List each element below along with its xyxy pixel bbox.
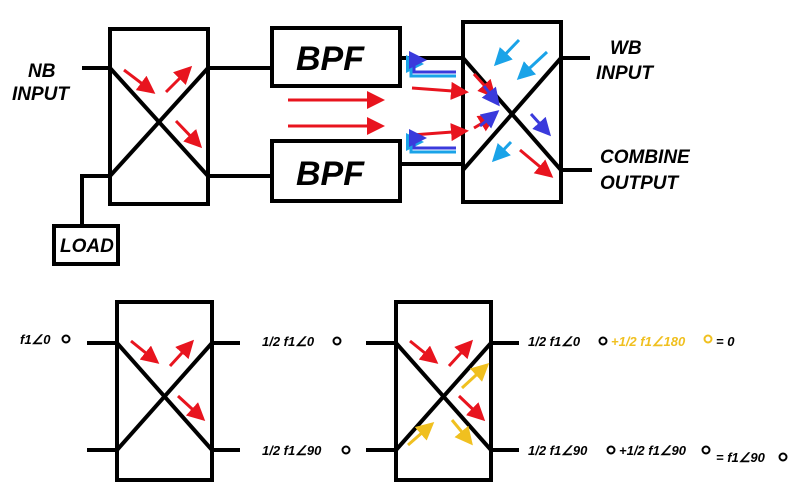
load-box <box>52 224 120 266</box>
bpf-top-label: BPF <box>296 40 365 78</box>
bottom-right-hybrid <box>366 300 519 482</box>
bl-out-bottom-label: 1/2 f1∠90 <box>262 443 322 458</box>
br-out-top-term2-degree <box>703 334 713 344</box>
wb-input-label-line1: WB <box>610 38 642 59</box>
combine-output-label-line1: COMBINE <box>600 147 691 168</box>
br-out-bottom-term2-degree <box>701 445 711 455</box>
load-label: LOAD <box>60 236 114 257</box>
br-out-bottom-result: = f1∠90 <box>716 450 766 465</box>
br-out-bottom-result-degree <box>778 452 788 462</box>
bottom-right-yellow-arrows <box>407 362 490 447</box>
nb-input-label-line2: INPUT <box>12 84 70 105</box>
bpf-bottom-label: BPF <box>296 155 365 193</box>
br-out-bottom-degree <box>606 445 616 455</box>
br-out-top-term2: +1/2 f1∠180 <box>611 334 686 349</box>
top-system <box>52 20 592 266</box>
output-hybrid-coupler <box>461 20 563 204</box>
wb-input-label-line2: INPUT <box>596 63 654 84</box>
input-hybrid-coupler <box>108 27 210 206</box>
nb-input-label-line1: NB <box>28 61 56 82</box>
br-out-bottom-term2: +1/2 f1∠90 <box>619 443 687 458</box>
br-out-top-label: 1/2 f1∠0 <box>528 334 581 349</box>
br-out-top-result: = 0 <box>716 334 735 349</box>
bottom-left-arrows <box>130 339 206 422</box>
bl-input-label: f1∠0 <box>20 332 51 347</box>
bpf-bottom-box <box>270 139 402 203</box>
bl-out-bottom-degree <box>341 445 351 455</box>
bl-out-top-label: 1/2 f1∠0 <box>262 334 315 349</box>
combine-output-label-line2: OUTPUT <box>600 173 680 194</box>
bl-out-top-degree <box>332 336 342 346</box>
br-out-bottom-label: 1/2 f1∠90 <box>528 443 588 458</box>
bottom-right-red-arrows <box>409 339 486 422</box>
bottom-left-hybrid <box>87 300 240 482</box>
bl-input-degree <box>61 334 71 344</box>
br-out-top-degree <box>598 336 608 346</box>
reflected-signal-arrows <box>409 51 552 150</box>
